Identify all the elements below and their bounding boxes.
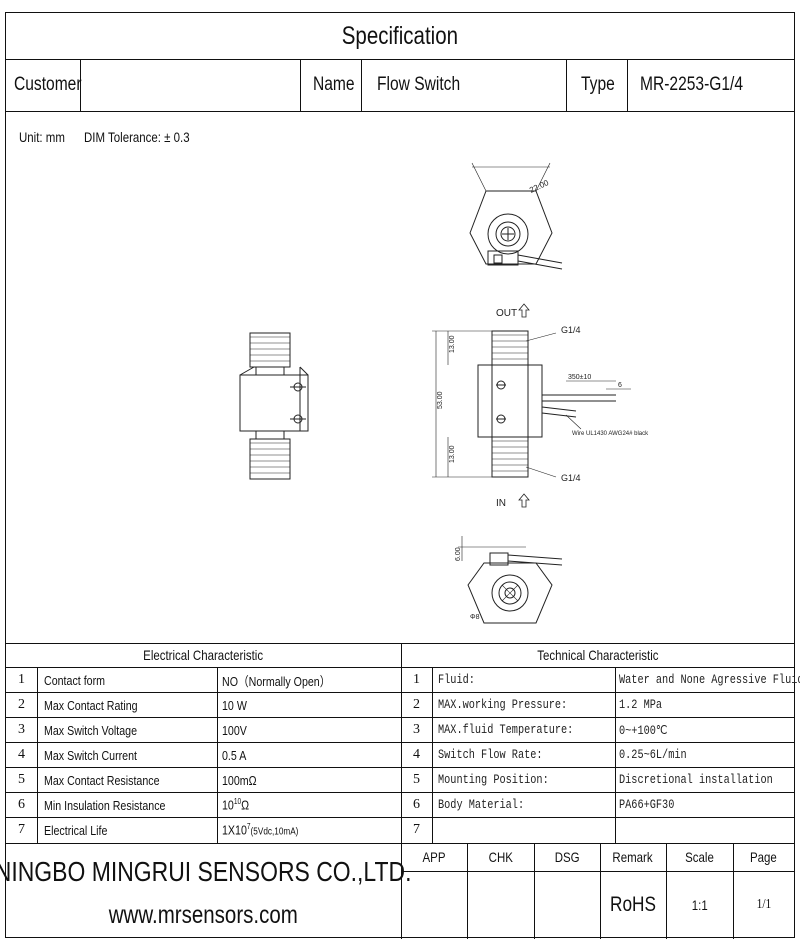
page-title: Specification [341, 21, 459, 50]
electrical-row-number: 3 [18, 722, 25, 737]
type-label: Type [581, 74, 615, 95]
company-name: NINGBO MINGRUI SENSORS CO.,LTD. [0, 856, 412, 887]
in-label: IN [496, 498, 506, 509]
technical-row-value: Water and None Agressive Fluid [619, 673, 800, 687]
electrical-row-value: 1010Ω [222, 797, 250, 813]
technical-row-number: 6 [413, 797, 420, 812]
type-value: MR-2253-G1/4 [640, 74, 744, 95]
technical-row-number: 5 [413, 772, 420, 787]
electrical-row-number: 6 [18, 797, 25, 812]
unit-text: Unit: mm [19, 129, 65, 145]
technical-drawing: 22.00 OUT G1/4 [239, 162, 649, 624]
remark-label: Remark [612, 849, 654, 865]
name-value: Flow Switch [377, 74, 461, 95]
electrical-row-name: Max Switch Current [44, 747, 138, 763]
dim-phi8-label: Φ8 [470, 614, 480, 621]
thread-bottom-label: G1/4 [561, 473, 581, 483]
drawing-bottom-view: 6.00 Φ8 [455, 536, 563, 624]
technical-row-number: 2 [413, 697, 420, 712]
technical-row-name: Fluid: [438, 673, 475, 687]
electrical-row-number: 7 [18, 822, 25, 837]
electrical-row-name: Min Insulation Resistance [44, 797, 166, 813]
dim-6-label: 6 [618, 382, 622, 389]
electrical-row-number: 2 [18, 697, 25, 712]
technical-row-name: Switch Flow Rate: [438, 748, 543, 762]
electrical-row-value: NO（Normally Open） [222, 673, 331, 689]
technical-row-name: MAX.fluid Temperature: [438, 723, 574, 737]
dim-53-label: 53.00 [437, 391, 444, 409]
tolerance-text: DIM Tolerance: ± 0.3 [84, 129, 190, 145]
drawing-top-view [469, 162, 563, 270]
remark-value: RoHS [610, 893, 656, 916]
dim-13-bottom-label: 13.00 [449, 445, 456, 463]
technical-row-value [619, 818, 793, 842]
page-value: 1/1 [756, 897, 771, 912]
company-website: www.mrsensors.com [108, 900, 299, 929]
out-label: OUT [496, 308, 517, 319]
technical-heading: Technical Characteristic [536, 647, 659, 663]
thread-top-label: G1/4 [561, 325, 581, 335]
electrical-row-name: Contact form [44, 672, 106, 688]
electrical-row-value: 100V [222, 722, 247, 738]
electrical-row-number: 4 [18, 747, 25, 762]
page-label: Page [750, 849, 777, 865]
app-label: APP [422, 849, 446, 865]
electrical-row-value: 100mΩ [222, 772, 257, 788]
drawing-front-view: OUT G1/4 350±10 6 Wire UL1430 AWG24# bla… [432, 303, 649, 509]
electrical-row-name: Max Contact Resistance [44, 772, 160, 788]
electrical-row-value: 10 W [222, 697, 247, 713]
electrical-row-number: 5 [18, 772, 25, 787]
specification-sheet: Specification Customer Name Flow Switch … [0, 12, 800, 939]
dim-13-top-label: 13.00 [449, 335, 456, 353]
electrical-row-value: 1X107(5Vdc,10mA) [222, 822, 299, 838]
technical-row-number: 4 [413, 747, 420, 762]
electrical-row-value: 0.5 A [222, 747, 247, 763]
dim-350-label: 350±10 [568, 374, 591, 381]
scale-value: 1:1 [691, 897, 708, 913]
technical-row-number: 7 [413, 822, 420, 837]
electrical-row-name: Electrical Life [44, 822, 108, 838]
technical-row-value: 0.25~6L/min [619, 748, 687, 762]
customer-label: Customer [14, 74, 82, 95]
dim-22-label: 22.00 [528, 178, 550, 195]
electrical-row-name: Max Switch Voltage [44, 722, 138, 738]
technical-row-name [438, 818, 613, 842]
technical-row-value: Discretional installation [619, 773, 773, 787]
technical-row-value: 0~+100℃ [619, 724, 668, 738]
technical-row-number: 3 [413, 722, 420, 737]
technical-row-value: 1.2 MPa [619, 698, 663, 712]
technical-row-value: PA66+GF30 [619, 798, 675, 812]
technical-row-name: Mounting Position: [438, 773, 549, 787]
drawing-left-view [239, 332, 309, 480]
chk-label: CHK [488, 849, 513, 865]
customer-value [86, 60, 296, 110]
dsg-label: DSG [554, 849, 580, 865]
electrical-heading: Electrical Characteristic [143, 647, 264, 663]
technical-row-name: Body Material: [438, 798, 525, 812]
electrical-row-name: Max Contact Rating [44, 697, 138, 713]
electrical-row-number: 1 [18, 672, 25, 687]
dim-6mm-label: 6.00 [455, 547, 462, 561]
technical-row-number: 1 [413, 672, 420, 687]
technical-row-name: MAX.working Pressure: [438, 698, 568, 712]
name-label: Name [313, 74, 355, 95]
wire-note: Wire UL1430 AWG24# black [572, 431, 649, 437]
scale-label: Scale [685, 849, 714, 865]
